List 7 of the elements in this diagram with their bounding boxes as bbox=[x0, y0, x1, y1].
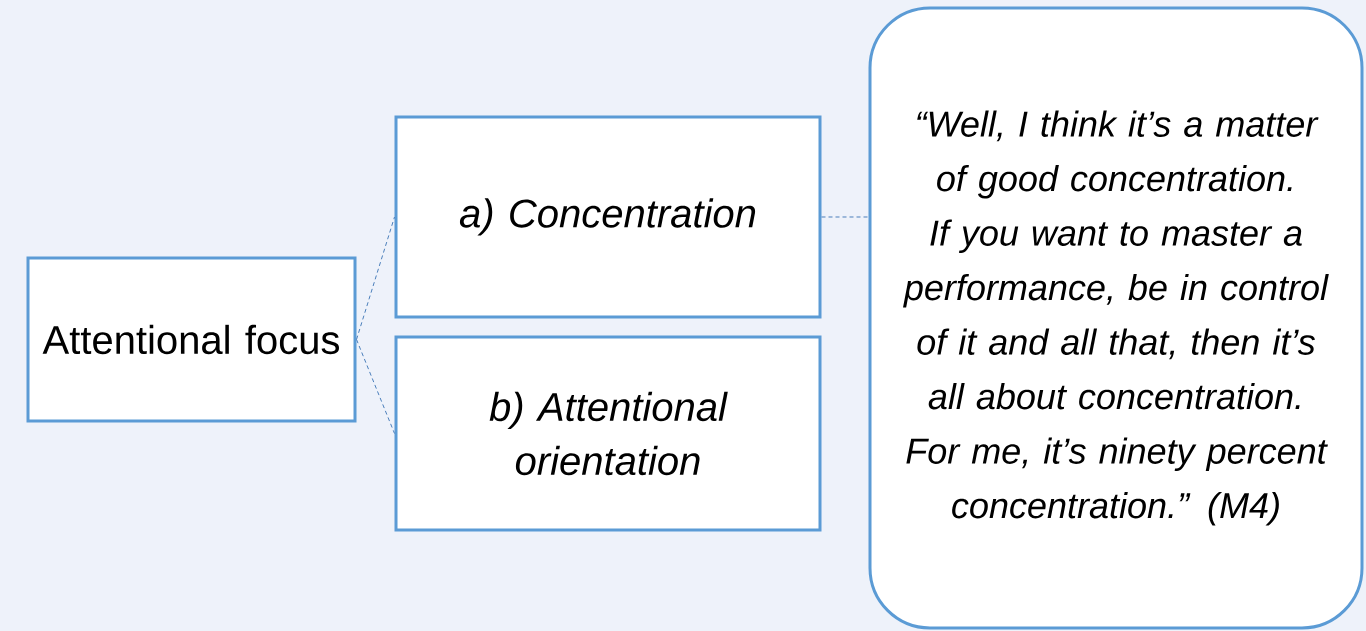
connector-line bbox=[356, 339, 395, 434]
text-box: a) Concentration bbox=[394, 115, 822, 319]
quote-bubble: “Well, I think it’s a matter of good concentration. If you want to master a performance, be in control of it and all that, then it’s all about concentration. For me, it’s ninety percent concentration.” (M4) bbox=[868, 6, 1364, 630]
text-box: Attentional focus bbox=[26, 256, 357, 423]
connector-line bbox=[356, 216, 395, 340]
connector-line bbox=[821, 216, 869, 218]
text-box: b) Attentional orientation bbox=[394, 335, 822, 532]
